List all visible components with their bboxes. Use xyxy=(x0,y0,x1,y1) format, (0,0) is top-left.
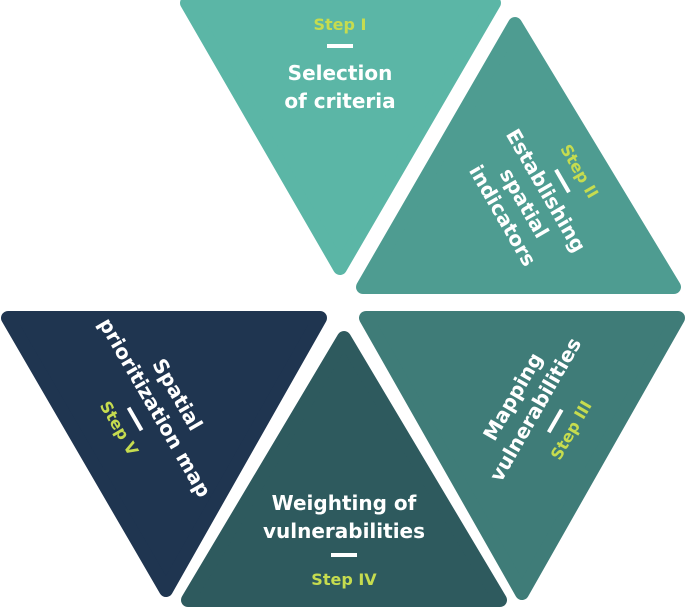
step-5-triangle xyxy=(1,311,327,597)
step-1-segment: Step I Selection of criteria xyxy=(180,0,501,275)
step-1-title-line-2: of criteria xyxy=(284,89,395,113)
step-4-triangle xyxy=(181,331,507,607)
step-1-divider xyxy=(327,44,353,48)
step-4-title-line-2: vulnerabilities xyxy=(263,519,425,543)
step-3-divider xyxy=(546,408,564,434)
step-4-segment: Weighting of vulnerabilities Step IV xyxy=(181,331,507,607)
step-1-triangle xyxy=(180,0,501,275)
step-3-triangle xyxy=(359,311,685,600)
step-2-divider xyxy=(554,168,571,194)
step-2-segment: Step II Establishing spatial indicators xyxy=(356,17,681,294)
step-2-triangle xyxy=(356,17,681,294)
step-4-label: Step IV xyxy=(311,570,377,589)
step-5-divider xyxy=(126,406,144,432)
step-4-divider xyxy=(331,553,357,557)
step-1-title-line-1: Selection xyxy=(288,61,393,85)
step-4-title-line-1: Weighting of xyxy=(272,491,417,515)
step-1-label: Step I xyxy=(314,15,367,34)
step-3-segment: Mapping vulnerabilities Step III xyxy=(359,311,685,600)
step-5-segment: Spatial prioritization map Step V xyxy=(1,311,327,597)
